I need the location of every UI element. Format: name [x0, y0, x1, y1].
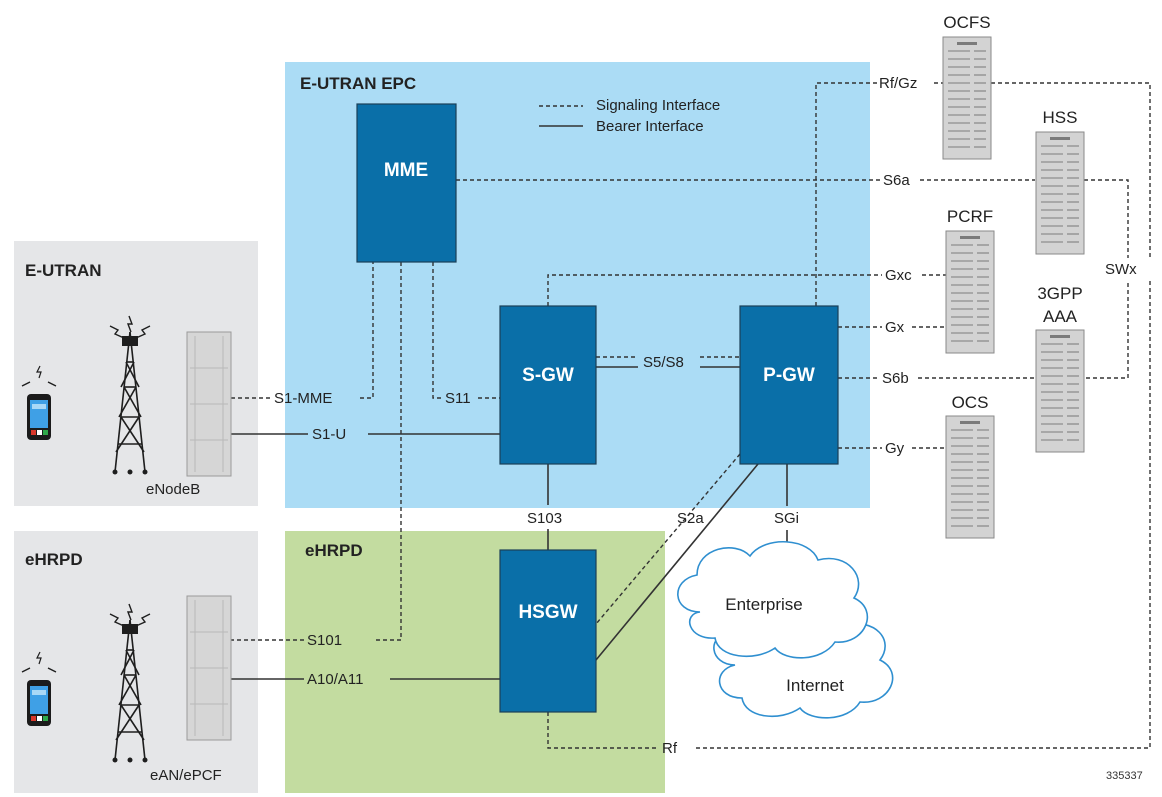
- enodeb-label: eNodeB: [146, 481, 200, 498]
- ean-epcf-label: eAN/ePCF: [150, 767, 222, 784]
- s11-label: S11: [445, 390, 471, 407]
- pcrf-server[interactable]: PCRF: [945, 207, 995, 354]
- eutran-phone-icon: [21, 365, 57, 440]
- eutran-epc-title: E-UTRAN EPC: [300, 74, 416, 93]
- s2a-signaling-line: [595, 453, 741, 625]
- internet-label: Internet: [786, 676, 844, 695]
- legend-bearer-label: Bearer Interface: [596, 118, 704, 135]
- enodeb[interactable]: [186, 331, 232, 477]
- hsgw-label: HSGW: [518, 602, 577, 623]
- ocfs-label: OCFS: [943, 13, 990, 32]
- aaa-server[interactable]: 3GPP AAA: [1035, 284, 1085, 453]
- s103-label: S103: [527, 510, 562, 527]
- hss-server[interactable]: HSS: [1035, 108, 1085, 255]
- gxc-line: [547, 274, 882, 306]
- gx-label: Gx: [885, 319, 905, 336]
- rf-label: Rf: [662, 740, 678, 757]
- rf-gz-label: Rf/Gz: [879, 75, 917, 92]
- figure-id: 335337: [1106, 770, 1143, 782]
- interface-labels: Rf/Gz S6a Gxc Gx S6b Gy SWx S5/S8 S11 S1…: [274, 75, 1153, 757]
- aaa-label-line1: 3GPP: [1037, 284, 1082, 303]
- ocfs-rf-line: [693, 82, 1151, 749]
- s11-line: [432, 262, 442, 399]
- mme-label: MME: [384, 160, 428, 181]
- ean-epcf[interactable]: [186, 595, 232, 741]
- rf-line: [547, 712, 658, 749]
- ehrpd-core-region: [285, 531, 665, 793]
- enterprise-cloud[interactable]: Enterprise: [677, 541, 868, 659]
- hsgw-node[interactable]: HSGW: [499, 549, 597, 713]
- s5-s8-label: S5/S8: [643, 354, 684, 371]
- s101-label: S101: [307, 632, 342, 649]
- ocs-label: OCS: [952, 393, 989, 412]
- hss-label: HSS: [1043, 108, 1078, 127]
- s1-u-label: S1-U: [312, 426, 346, 443]
- ehrpd-phone-icon: [21, 651, 57, 726]
- s2a-bearer-line: [595, 463, 759, 661]
- ehrpd-access-title: eHRPD: [25, 550, 83, 569]
- sgw-node[interactable]: S-GW: [499, 305, 597, 465]
- mme-node[interactable]: MME: [356, 103, 457, 263]
- swx-label-bg: [1099, 258, 1153, 280]
- s101-line: [375, 262, 402, 641]
- s6a-label: S6a: [883, 172, 910, 189]
- legend: Signaling Interface Bearer Interface: [539, 97, 720, 135]
- sgw-label: S-GW: [522, 365, 574, 386]
- sgi-label: SGi: [774, 510, 799, 527]
- pgw-node[interactable]: P-GW: [739, 305, 839, 465]
- enterprise-label: Enterprise: [725, 595, 802, 614]
- ehrpd-core-title: eHRPD: [305, 541, 363, 560]
- pgw-label: P-GW: [763, 365, 815, 386]
- pcrf-label: PCRF: [947, 207, 993, 226]
- s6b-label: S6b: [882, 370, 909, 387]
- legend-signaling-label: Signaling Interface: [596, 97, 720, 114]
- swx-label: SWx: [1105, 261, 1137, 278]
- ocfs-server[interactable]: OCFS: [942, 13, 992, 160]
- aaa-label-line2: AAA: [1043, 307, 1078, 326]
- connections: [231, 82, 1151, 749]
- gxc-label: Gxc: [885, 267, 912, 284]
- s2a-label: S2a: [677, 510, 704, 527]
- s1-mme-label: S1-MME: [274, 390, 332, 407]
- eutran-title: E-UTRAN: [25, 261, 102, 280]
- a10-a11-label: A10/A11: [307, 671, 363, 688]
- ocs-server[interactable]: OCS: [945, 393, 995, 539]
- gy-label: Gy: [885, 440, 905, 457]
